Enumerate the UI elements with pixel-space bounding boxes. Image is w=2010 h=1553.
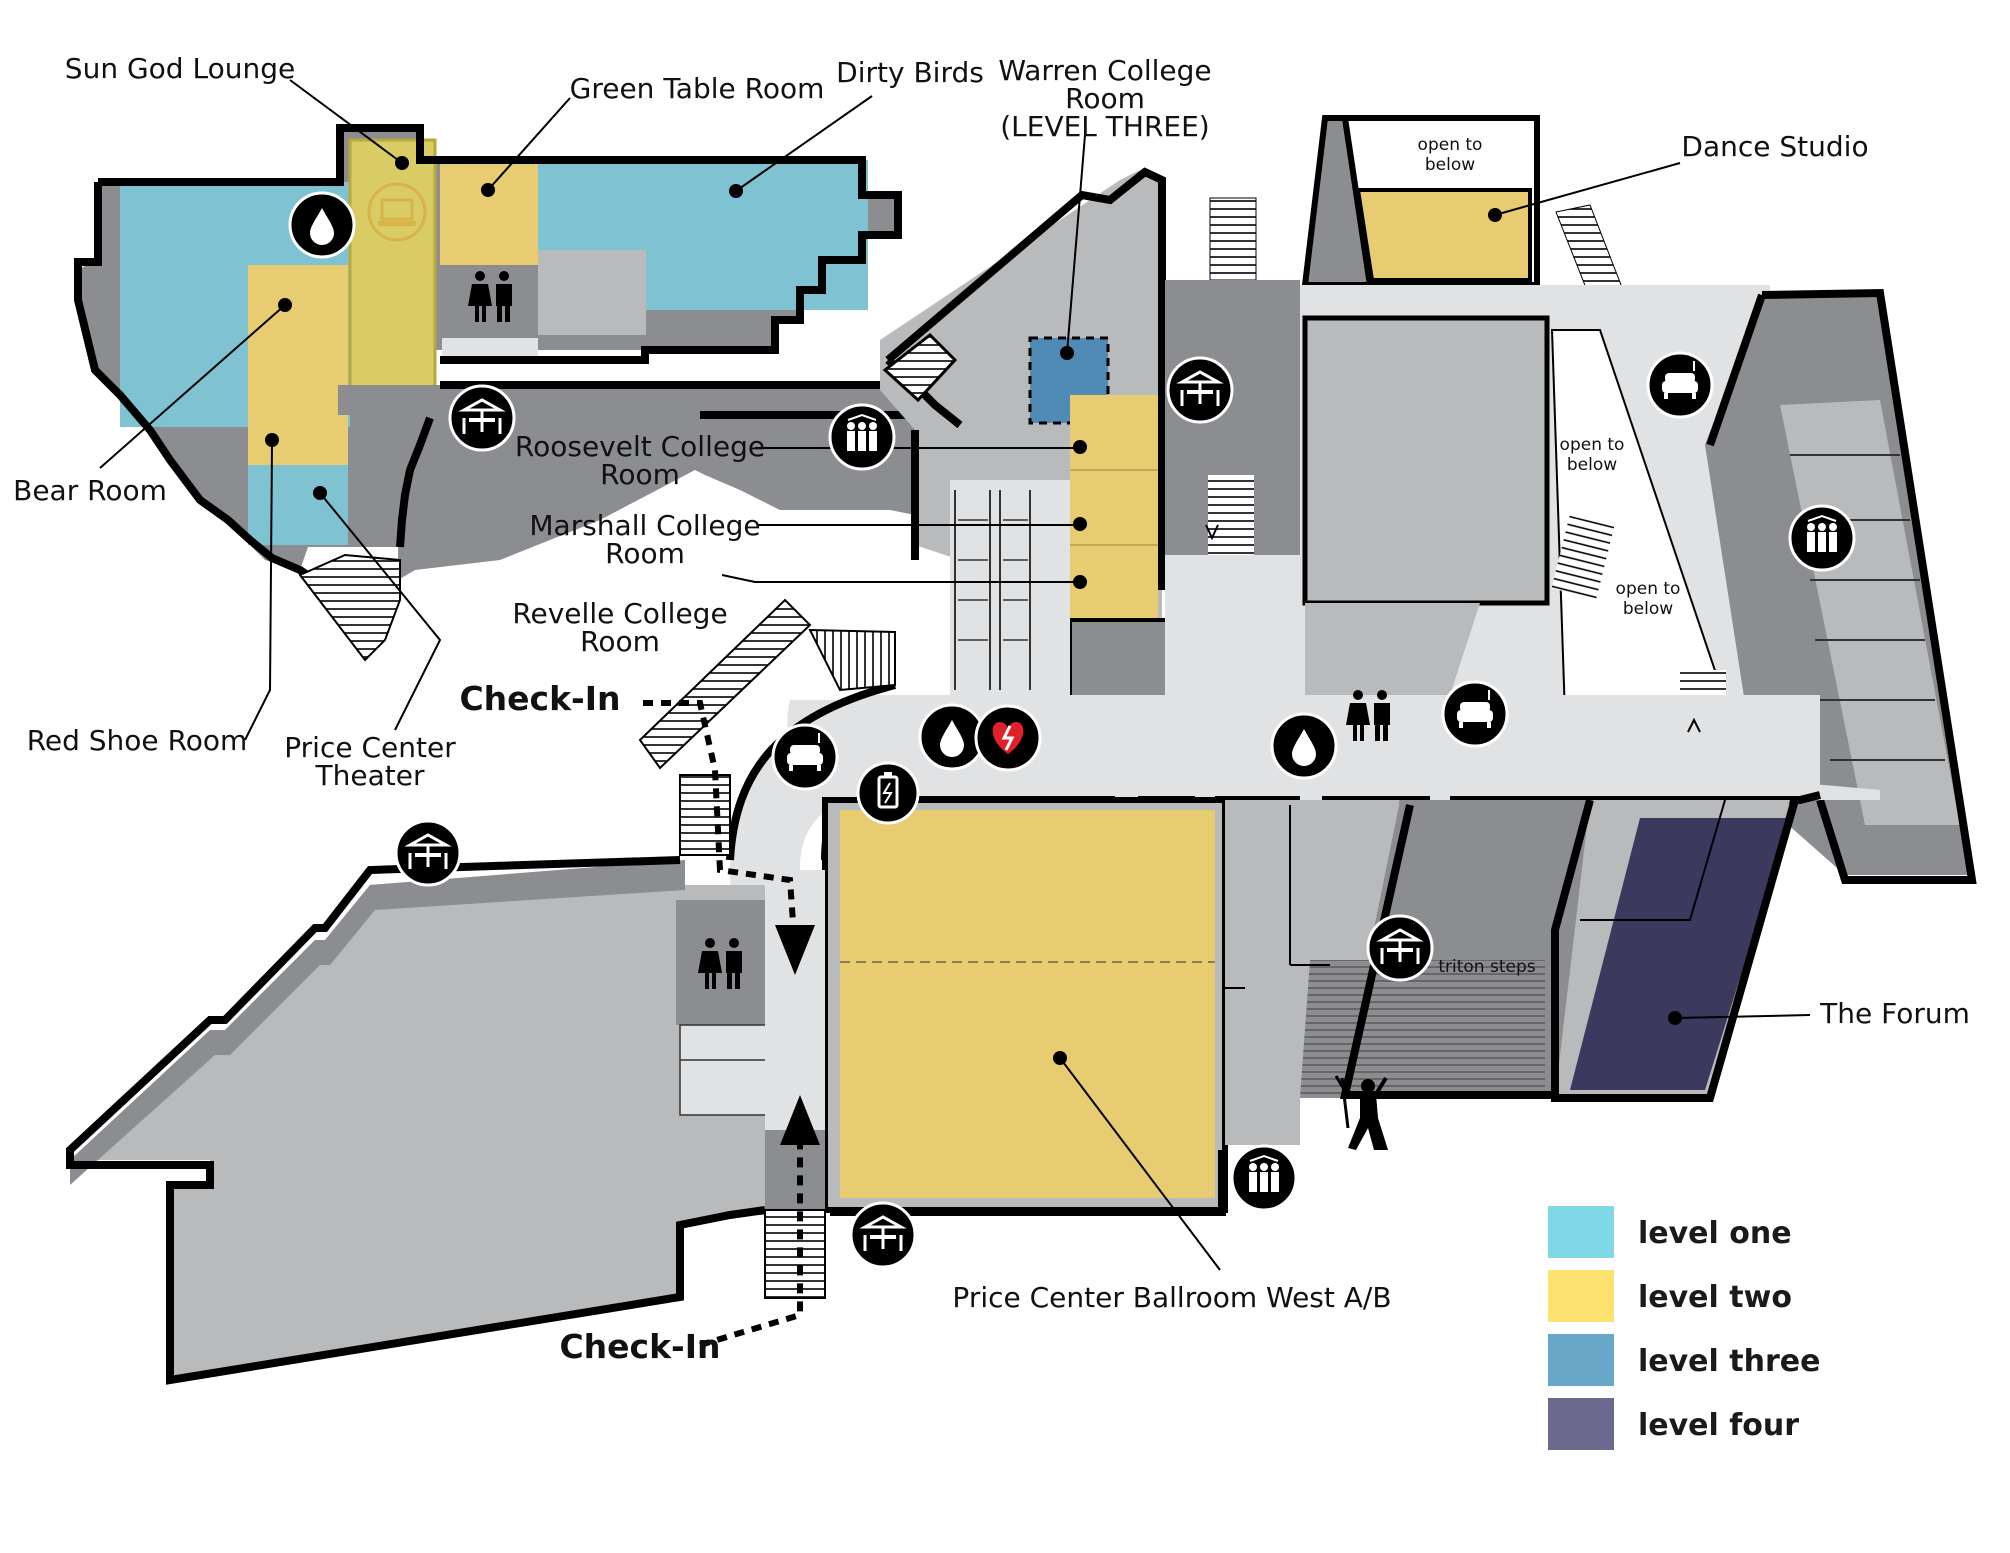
label-roosevelt-line1: Roosevelt College — [515, 430, 765, 463]
triton-statue-icon — [1334, 1075, 1388, 1150]
label-open-to-below-3b: below — [1623, 599, 1673, 619]
restroom-icon — [698, 938, 742, 989]
label-warren-college-line1: Warren College — [998, 54, 1211, 87]
label-open-to-below-1a: open to — [1418, 135, 1483, 155]
triton-steps — [1300, 960, 1545, 1098]
stairs-west-entry — [679, 774, 731, 856]
legend-swatch-level-two — [1548, 1270, 1614, 1322]
label-warren-college-line3: (LEVEL THREE) — [1000, 110, 1209, 143]
water-drop-icon — [1270, 712, 1338, 780]
north-corridor — [1165, 197, 1300, 765]
label-open-to-below-2b: below — [1567, 455, 1617, 475]
dining-table-icon — [448, 384, 516, 452]
price-center-theater-stairs — [298, 553, 401, 662]
leader-lines — [99, 79, 1811, 1271]
dance-studio-block — [1301, 115, 1624, 299]
label-price-center-theater-line1: Price Center — [284, 731, 456, 764]
central-block — [880, 167, 1212, 750]
label-open-to-below-1b: below — [1425, 155, 1475, 175]
computer-icon — [367, 182, 427, 242]
label-check-in-south: Check-In — [559, 1327, 720, 1366]
stairs-northwest — [638, 598, 812, 770]
upper-left-wing — [74, 124, 919, 662]
dining-table-icon — [849, 1201, 917, 1269]
legend: level one level two level three level fo… — [1548, 1206, 1820, 1450]
label-bear-room: Bear Room — [13, 474, 167, 507]
label-green-table-room: Green Table Room — [570, 72, 825, 105]
label-dance-studio: Dance Studio — [1681, 130, 1868, 163]
stairs-south-entry — [764, 1209, 826, 1299]
label-marshall-line1: Marshall College — [529, 509, 760, 542]
lounge-sofa-icon — [1646, 351, 1714, 419]
restroom-icon — [468, 271, 512, 322]
ballroom-west-ab-area — [840, 810, 1215, 1198]
restroom-block-south — [676, 900, 766, 1025]
aed-heart-icon — [974, 704, 1042, 772]
south-west-wing — [66, 856, 1226, 1385]
ballroom-block — [822, 797, 1799, 1213]
legend-swatch-level-four — [1548, 1398, 1614, 1450]
sun-god-lounge-area — [348, 138, 437, 402]
the-forum-area — [1570, 818, 1790, 1090]
label-triton-steps: triton steps — [1438, 957, 1535, 977]
legend-swatch-level-one — [1548, 1206, 1614, 1258]
dance-studio-stairs — [1555, 204, 1624, 299]
stairs-north — [1209, 197, 1257, 281]
legend-label-level-four: level four — [1638, 1408, 1799, 1443]
legend-label-level-two: level two — [1638, 1280, 1792, 1315]
label-revelle-line2: Room — [580, 625, 660, 658]
check-in-routes — [643, 700, 820, 1348]
label-warren-college-line2: Room — [1065, 82, 1145, 115]
label-revelle-line1: Revelle College — [512, 597, 727, 630]
dining-table-icon — [1366, 914, 1434, 982]
label-price-center-theater-line2: Theater — [315, 759, 425, 792]
label-red-shoe-room: Red Shoe Room — [27, 724, 248, 757]
room-labels: Sun God Lounge Green Table Room Dirty Bi… — [13, 52, 1970, 1366]
bear-room-area — [248, 265, 348, 465]
water-drop-icon — [918, 703, 986, 771]
label-sun-god-lounge: Sun God Lounge — [65, 52, 295, 85]
restroom-icon — [1346, 690, 1390, 741]
green-table-room-area — [440, 160, 538, 265]
south-west-wing-floor — [70, 860, 765, 1380]
label-roosevelt-line2: Room — [600, 458, 680, 491]
people-group-icon — [828, 403, 896, 471]
dining-table-icon — [1166, 356, 1234, 424]
label-marshall-line2: Room — [605, 537, 685, 570]
stairs-north-inner — [1208, 475, 1254, 555]
water-drop-icon — [288, 191, 356, 259]
label-dirty-birds: Dirty Birds — [836, 56, 984, 89]
stairs-east-1 — [1551, 515, 1615, 600]
legend-swatch-level-three — [1548, 1334, 1614, 1386]
stairs-curved — [808, 628, 896, 692]
people-group-icon — [1230, 1144, 1298, 1212]
legend-label-level-three: level three — [1638, 1344, 1820, 1379]
charging-battery-icon — [856, 761, 920, 825]
dining-table-icon — [394, 819, 462, 887]
people-group-icon — [1788, 504, 1856, 572]
dance-studio-area — [1355, 188, 1532, 282]
lounge-sofa-icon — [1441, 680, 1509, 748]
label-ballroom-west-ab: Price Center Ballroom West A/B — [952, 1281, 1391, 1314]
lounge-sofa-icon — [771, 723, 839, 791]
label-check-in-north: Check-In — [459, 679, 620, 718]
label-the-forum: The Forum — [1819, 997, 1970, 1030]
label-open-to-below-3a: open to — [1616, 579, 1681, 599]
room-dots — [265, 156, 1682, 1065]
amenity-icons — [288, 182, 1856, 1269]
label-open-to-below-2a: open to — [1560, 435, 1625, 455]
legend-label-level-one: level one — [1638, 1216, 1792, 1251]
